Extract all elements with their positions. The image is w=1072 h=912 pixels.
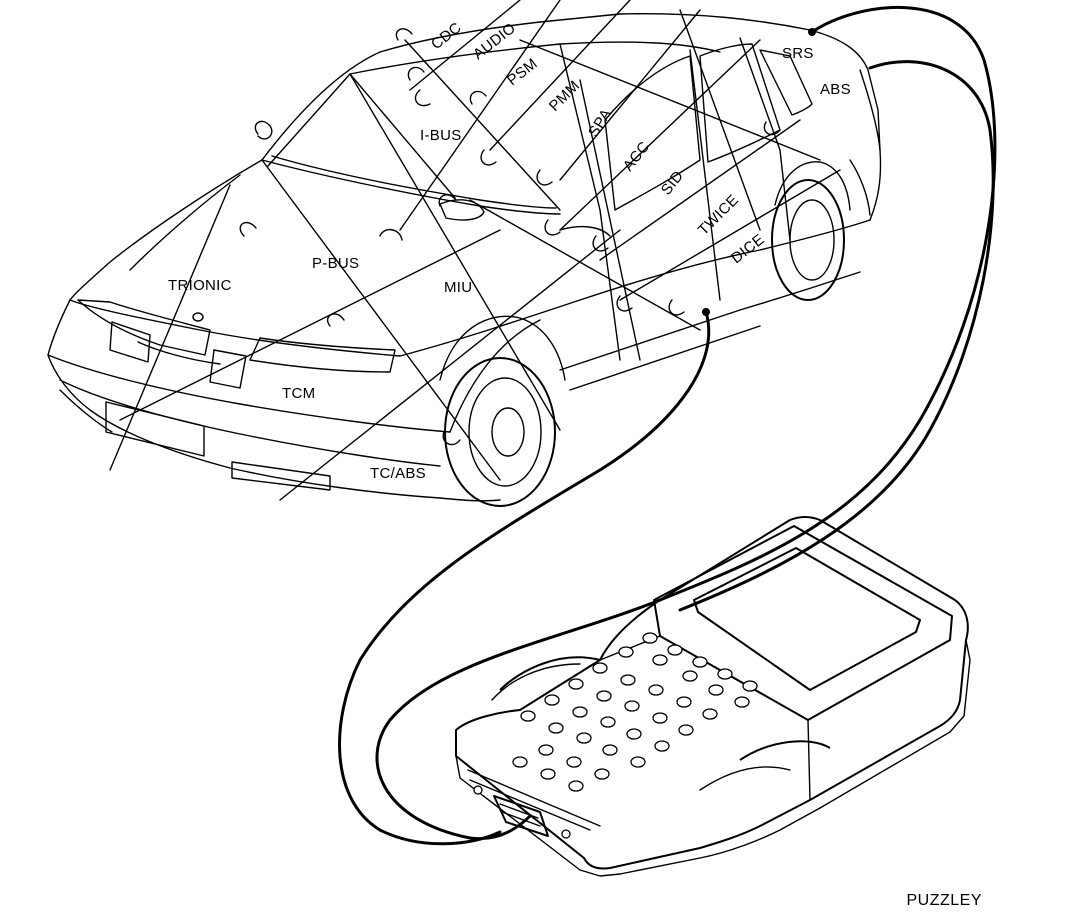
label-audio: AUDIO bbox=[470, 20, 519, 64]
label-trionic: TRIONIC bbox=[168, 277, 232, 294]
caption-puzzley: PUZZLEY bbox=[906, 892, 982, 909]
label-pmm: PMM bbox=[546, 77, 583, 114]
label-miu: MIU bbox=[444, 279, 472, 296]
diagnostic-tool bbox=[455, 516, 971, 877]
label-tcabs: TC/ABS bbox=[370, 465, 426, 482]
label-abs: ABS bbox=[820, 81, 851, 98]
label-ibus: I-BUS bbox=[420, 127, 462, 144]
label-cdc: CDC bbox=[428, 19, 465, 53]
label-spa: SPA bbox=[585, 106, 615, 140]
tool-connector-port bbox=[493, 795, 549, 837]
label-pbus: P-BUS bbox=[312, 255, 359, 272]
connector-dice-dot bbox=[702, 308, 710, 316]
module-labels: CDC AUDIO PSM PMM I-BUS SPA ACC SID TWIC… bbox=[168, 19, 851, 482]
label-acc: ACC bbox=[620, 138, 653, 174]
bus-network-lines bbox=[109, 0, 841, 501]
label-tcm: TCM bbox=[282, 385, 315, 402]
label-sid: SID bbox=[658, 168, 687, 199]
cable-dice bbox=[338, 310, 711, 846]
diagnostic-cables bbox=[338, 5, 997, 846]
cable-srs bbox=[375, 5, 997, 841]
label-srs: SRS bbox=[782, 45, 814, 62]
connector-srs-dot bbox=[808, 28, 816, 36]
car-outline bbox=[47, 13, 882, 507]
cable-abs bbox=[678, 60, 995, 612]
label-psm: PSM bbox=[504, 55, 541, 89]
keypad bbox=[512, 632, 758, 792]
